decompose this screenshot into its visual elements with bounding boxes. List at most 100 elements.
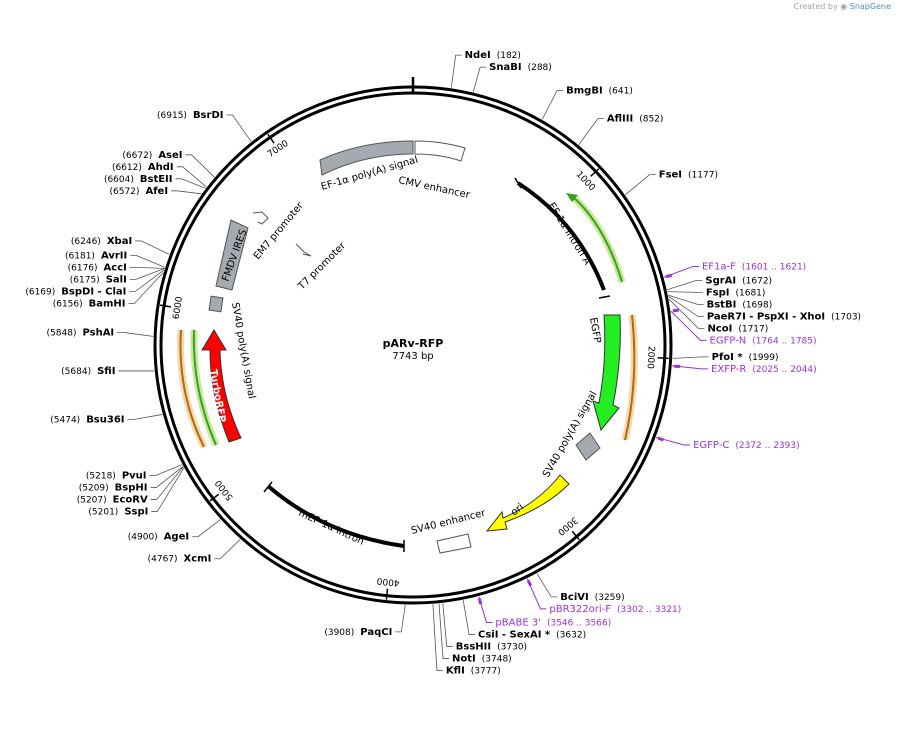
site-name: NdeI bbox=[465, 50, 491, 61]
feature-ef1a-intron-a[interactable] bbox=[516, 181, 606, 291]
label-cmv-enhancer: CMV enhancer bbox=[397, 175, 471, 201]
site-label[interactable]: (6604)BstEII bbox=[104, 174, 173, 185]
site-label[interactable]: (6612)AhdI bbox=[112, 162, 174, 173]
site-label[interactable]: (6175) SalI bbox=[70, 274, 127, 285]
site-position: (6181) bbox=[65, 251, 95, 261]
feature-fmdv-ires-box[interactable] bbox=[215, 219, 249, 291]
feature-egfp-arrow[interactable] bbox=[592, 314, 621, 432]
site-label[interactable]: PaeR7I - PspXI - XhoI(1703) bbox=[707, 311, 861, 322]
site-position: (3908) bbox=[324, 628, 354, 638]
site-label[interactable]: (5218)PvuI bbox=[86, 470, 147, 481]
site-name: PfoI * bbox=[712, 352, 744, 363]
site-label[interactable]: (3908)PaqCI bbox=[324, 627, 392, 638]
feature-t7-promoter[interactable] bbox=[295, 243, 312, 257]
tick-label: 2000 bbox=[645, 346, 656, 370]
feature-cmv-enhancer-box[interactable] bbox=[414, 140, 466, 162]
site-name: PaeR7I - PspXI - XhoI bbox=[707, 311, 825, 322]
snapgene-brand: Created by ◉ SnapGene bbox=[794, 2, 891, 11]
site-label[interactable]: (5474)Bsu36I bbox=[50, 414, 124, 425]
site-leader-line bbox=[129, 266, 165, 269]
site-label[interactable]: (6246)XbaI bbox=[71, 236, 132, 247]
site-label[interactable]: AflIII(852) bbox=[607, 114, 664, 125]
site-label[interactable]: (5201)SspI bbox=[88, 506, 148, 517]
site-name: SalI bbox=[106, 274, 127, 285]
site-position: (3730) bbox=[497, 643, 527, 653]
site-position: (3777) bbox=[471, 667, 501, 677]
site-label[interactable]: NotI(3748) bbox=[452, 654, 512, 665]
site-label[interactable]: NdeI(182) bbox=[465, 50, 521, 61]
primer-label[interactable]: EGFP-N(1764 .. 1785) bbox=[710, 335, 817, 346]
site-leader-line bbox=[666, 280, 703, 291]
site-leader-line bbox=[668, 295, 704, 317]
site-label[interactable]: (5684)SfiI bbox=[61, 366, 115, 377]
site-label[interactable]: (6672)AseI bbox=[122, 150, 182, 161]
site-label[interactable]: (6169)BspDI - ClaI bbox=[25, 286, 126, 297]
primer-label[interactable]: EXFP-R(2025 .. 2044) bbox=[711, 364, 817, 375]
site-leader-line bbox=[129, 269, 165, 292]
site-label[interactable]: SnaBI(288) bbox=[489, 62, 552, 73]
feature-em7-promoter[interactable] bbox=[252, 211, 269, 225]
site-label[interactable]: NcoI(1717) bbox=[707, 323, 768, 334]
site-label[interactable]: BstBI(1698) bbox=[707, 299, 773, 310]
site-position: (3748) bbox=[482, 655, 512, 665]
label-egfp: EGFP bbox=[587, 317, 602, 344]
site-label[interactable]: (4900)AgeI bbox=[128, 532, 189, 543]
site-name: AseI bbox=[158, 150, 182, 161]
feature-sv40-polya-box-right[interactable] bbox=[575, 432, 601, 461]
primer-label[interactable]: pBABE 3'(3546 .. 3566) bbox=[495, 618, 611, 629]
site-position: (288) bbox=[528, 63, 552, 73]
primer-name: pBR322ori-F bbox=[549, 604, 611, 615]
site-name: BmgBI bbox=[566, 85, 603, 96]
primer-label[interactable]: pBR322ori-F(3302 .. 3321) bbox=[549, 604, 681, 615]
site-label[interactable]: PfoI *(1999) bbox=[712, 352, 779, 363]
primer-label[interactable]: EF1a-F(1601 .. 1621) bbox=[702, 261, 806, 272]
primer-arrowhead-top bbox=[566, 193, 578, 202]
site-label[interactable]: (5848)PshAI bbox=[47, 327, 115, 338]
primer-label[interactable]: EGFP-C(2372 .. 2393) bbox=[693, 440, 800, 451]
site-label[interactable]: CsiI - SexAI *(3632) bbox=[478, 630, 586, 641]
feature-sv40-enhancer-box[interactable] bbox=[436, 533, 472, 554]
feature-mef1a-intron[interactable] bbox=[266, 484, 405, 548]
site-position: (852) bbox=[639, 115, 663, 125]
site-label[interactable]: BssHII(3730) bbox=[456, 642, 527, 653]
site-label[interactable]: (6572)AfeI bbox=[110, 186, 169, 197]
site-label[interactable]: (5207)EcoRV bbox=[77, 494, 148, 505]
site-label[interactable]: BmgBI(641) bbox=[566, 85, 633, 96]
site-label[interactable]: (4767)XcmI bbox=[148, 554, 212, 565]
site-leader-line bbox=[214, 539, 241, 560]
site-position: (1717) bbox=[738, 324, 768, 334]
tick-6000 bbox=[160, 304, 172, 308]
tick-label: 6000 bbox=[172, 296, 185, 320]
feature-turborfp-arrow[interactable] bbox=[201, 329, 242, 443]
site-leader-line bbox=[150, 466, 184, 488]
site-label[interactable]: (6156)BamHI bbox=[53, 298, 126, 309]
site-label[interactable]: (6176)AccI bbox=[68, 262, 127, 273]
tick-1000 bbox=[590, 168, 600, 177]
primer-name: EGFP-C bbox=[693, 440, 729, 451]
site-name: FseI bbox=[659, 170, 682, 181]
site-label[interactable]: BciVI(3259) bbox=[560, 592, 624, 603]
site-position: (5201) bbox=[88, 507, 118, 517]
site-label[interactable]: (5209)BspHI bbox=[79, 482, 148, 493]
site-label[interactable]: FseI(1177) bbox=[659, 170, 718, 181]
feature-ori-arrow[interactable] bbox=[485, 474, 570, 532]
tick-label: 5000 bbox=[214, 477, 236, 501]
site-leader-line bbox=[578, 118, 604, 145]
site-label[interactable]: (6181)AvrII bbox=[65, 250, 127, 261]
site-leader-line bbox=[226, 114, 252, 142]
snapgene-logo-icon: ◉ bbox=[840, 2, 848, 11]
site-label[interactable]: FspI(1681) bbox=[706, 287, 766, 298]
feature-ef1a-polya-box[interactable] bbox=[319, 140, 414, 176]
site-name: BamHI bbox=[89, 298, 126, 309]
brand-created-by: Created by bbox=[793, 2, 838, 11]
site-position: (6175) bbox=[70, 275, 100, 285]
site-leader-line bbox=[175, 178, 206, 189]
site-label[interactable]: (6915)BsrDI bbox=[157, 110, 223, 121]
primer-binding-mark bbox=[657, 436, 665, 442]
plasmid-size: 7743 bp bbox=[392, 351, 433, 362]
primer-track-orange-right-line bbox=[624, 314, 636, 441]
site-label[interactable]: KflI(3777) bbox=[446, 666, 501, 677]
feature-sv40-polya-box-left[interactable] bbox=[208, 295, 224, 313]
primer-track-green-top-line bbox=[571, 195, 623, 283]
site-label[interactable]: SgrAI(1672) bbox=[705, 275, 772, 286]
